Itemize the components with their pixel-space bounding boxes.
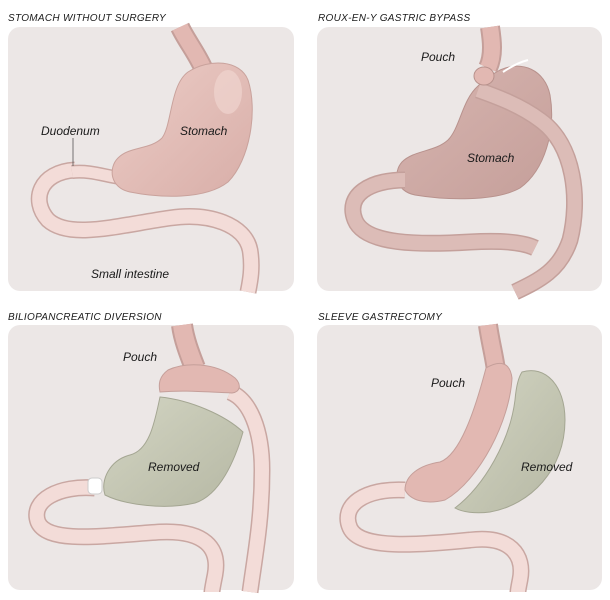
label-stomach: Stomach bbox=[467, 151, 515, 165]
small-intestine-fill bbox=[29, 480, 223, 593]
alimentary-limb-fill bbox=[226, 385, 270, 593]
panel-roux-en-y: ROUX-EN-Y GASTRIC BYPASS Pouch Stomach bbox=[317, 13, 602, 300]
panel-sleeve-gastrectomy: SLEEVE GASTRECTOMY Pouch Removed bbox=[317, 312, 602, 593]
panel-title-sleeve: SLEEVE GASTRECTOMY bbox=[318, 312, 443, 323]
label-pouch: Pouch bbox=[421, 50, 455, 64]
label-duodenum: Duodenum bbox=[41, 124, 100, 138]
panel-title-roux-en-y: ROUX-EN-Y GASTRIC BYPASS bbox=[318, 13, 470, 24]
label-small-intestine: Small intestine bbox=[91, 267, 169, 281]
removed-portion bbox=[454, 370, 566, 514]
roux-limb-fill bbox=[475, 83, 582, 299]
gastric-pouch bbox=[473, 66, 495, 86]
small-intestine-fill bbox=[32, 163, 259, 294]
gastric-sleeve bbox=[404, 362, 513, 503]
removed-portion bbox=[103, 396, 244, 507]
label-stomach: Stomach bbox=[180, 124, 228, 138]
panel-normal-stomach: STOMACH WITHOUT SURGERY Duodenum Stomach… bbox=[8, 13, 294, 294]
label-removed: Removed bbox=[148, 460, 200, 474]
panel-title-normal: STOMACH WITHOUT SURGERY bbox=[8, 13, 167, 24]
gastric-pouch bbox=[158, 364, 240, 394]
esophagus-fill bbox=[480, 323, 504, 372]
small-intestine-fill bbox=[341, 482, 528, 593]
label-removed: Removed bbox=[521, 460, 573, 474]
biliopancreatic-limb-fill bbox=[346, 173, 539, 255]
panel-biliopancreatic-diversion: BILIOPANCREATIC DIVERSION Pouch Removed bbox=[8, 312, 294, 594]
label-pouch: Pouch bbox=[431, 376, 465, 390]
panel-title-biliopancreatic: BILIOPANCREATIC DIVERSION bbox=[8, 312, 162, 323]
staple-line bbox=[502, 59, 529, 73]
esophagus-fill bbox=[480, 25, 500, 72]
label-pouch: Pouch bbox=[123, 350, 157, 364]
duodenal-stump bbox=[87, 477, 103, 495]
stomach-highlight bbox=[214, 70, 242, 114]
